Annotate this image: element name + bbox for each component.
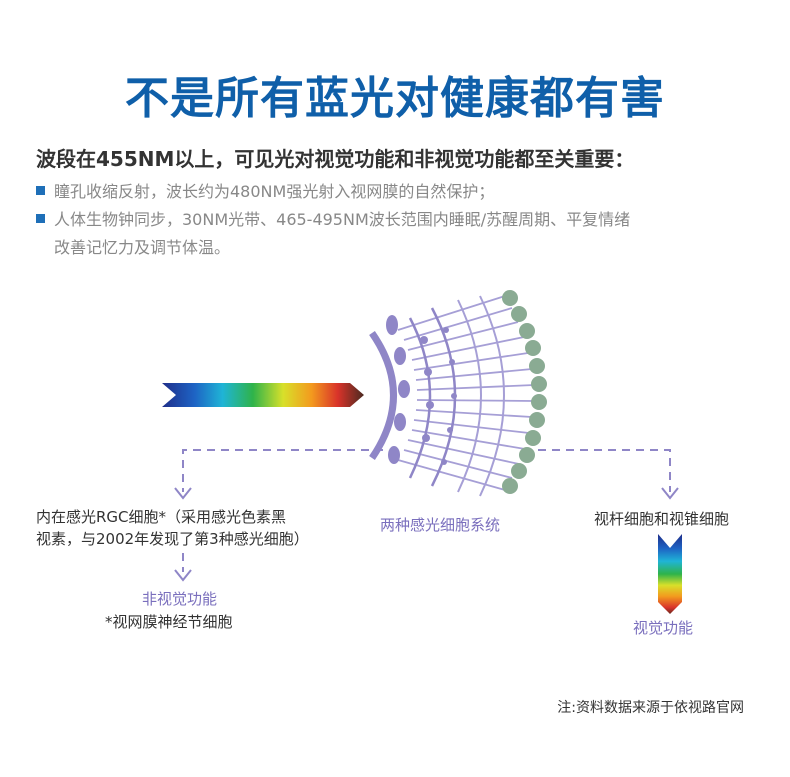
rgc-cell-label-line2: 视素，与2002年发现了第3种感光细胞） — [36, 530, 309, 548]
photoreceptor-segments-icon — [502, 290, 547, 494]
bullet-item-1: 瞳孔收缩反射，波长约为480NM强光射入视网膜的自然保护； — [36, 178, 494, 206]
rgc-cell-label: 内在感光RGC细胞*（采用感光色素黑 视素，与2002年发现了第3种感光细胞） — [36, 506, 309, 550]
bullet-text-continued: 改善记忆力及调节体温。 — [54, 238, 231, 257]
dashed-connector-lines — [182, 449, 671, 572]
page-title: 不是所有蓝光对健康都有害 — [125, 73, 665, 124]
non-visual-function-label: 非视觉功能 — [142, 590, 218, 608]
bullet-square-icon — [36, 186, 45, 195]
two-photoreceptor-systems-label: 两种感光细胞系统 — [380, 516, 501, 534]
spectrum-arrow-icon — [162, 383, 364, 407]
bullet-text: 人体生物钟同步，30NM光带、465-495NM波长范围内睡眠/苏醒周期、平复情… — [54, 210, 631, 229]
chevron-down-icon — [174, 487, 679, 582]
spectrum-down-arrow-icon — [658, 534, 682, 614]
rgc-footnote-label: *视网膜神经节细胞 — [105, 613, 233, 631]
bullet-item-2: 人体生物钟同步，30NM光带、465-495NM波长范围内睡眠/苏醒周期、平复情… — [36, 206, 630, 262]
visual-function-label: 视觉功能 — [633, 619, 694, 637]
rod-cone-cells-label: 视杆细胞和视锥细胞 — [594, 510, 730, 528]
bullet-square-icon — [36, 214, 45, 223]
bullet-text: 瞳孔收缩反射，波长约为480NM强光射入视网膜的自然保护； — [54, 182, 495, 201]
source-footnote: 注:资料数据来源于依视路官网 — [557, 700, 744, 716]
subtitle: 波段在455NM以上，可见光对视觉功能和非视觉功能都至关重要： — [36, 147, 635, 171]
rgc-cell-label-line1: 内在感光RGC细胞*（采用感光色素黑 — [36, 508, 287, 526]
retina-cells-icon — [369, 295, 535, 497]
cell-nuclei-icon — [386, 315, 457, 465]
